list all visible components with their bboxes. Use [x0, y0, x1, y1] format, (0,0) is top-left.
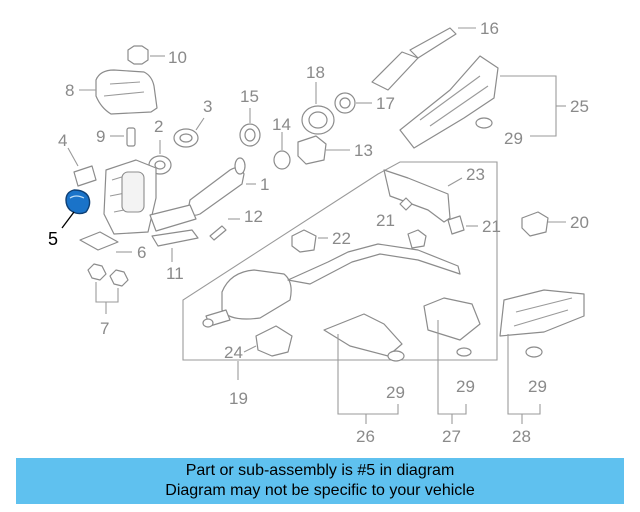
callout-29-b: 29	[386, 383, 405, 402]
callout-7: 7	[100, 319, 109, 338]
part-28-heat-shield	[499, 289, 585, 424]
part-15-gasket	[239, 108, 261, 147]
parts-diagram: 10 8 9 2 3 4 5 6 7 11 12 1 15 14 13 18 1…	[48, 19, 589, 446]
part-3-gasket	[173, 117, 205, 148]
part-11-bracket	[151, 229, 199, 262]
part-25-heat-shield	[399, 55, 566, 149]
part-27-heat-shield	[423, 297, 481, 424]
callout-5[interactable]: 5	[48, 229, 58, 249]
part-8-heat-shield	[79, 69, 158, 115]
part-4-bracket	[67, 147, 97, 187]
part-26-heat-shield	[323, 313, 405, 424]
part-6-gasket	[79, 231, 132, 253]
callout-26: 26	[356, 427, 375, 446]
part-9-stud	[110, 127, 136, 147]
part-24-hanger	[243, 325, 293, 357]
banner-line-1: Part or sub-assembly is #5 in diagram	[185, 462, 455, 479]
callout-14: 14	[272, 115, 291, 134]
part-13-clamp	[297, 135, 350, 165]
callout-18: 18	[306, 63, 325, 82]
callout-16: 16	[480, 19, 499, 38]
callout-29-d: 29	[528, 377, 547, 396]
part-12-bolt	[209, 218, 240, 241]
part-1-converter-pipe	[149, 157, 256, 232]
callout-28: 28	[512, 427, 531, 446]
part-21-hanger-left	[399, 197, 427, 249]
callout-12: 12	[244, 207, 263, 226]
part-7-nuts	[87, 263, 129, 314]
part-22-hanger	[291, 229, 328, 253]
callout-19: 19	[229, 389, 248, 408]
callout-17: 17	[376, 94, 395, 113]
part-14-clamp	[273, 132, 291, 170]
callout-1: 1	[260, 175, 269, 194]
part-21-hanger-right	[447, 215, 478, 235]
part-10-nut	[127, 45, 165, 65]
callout-21-a: 21	[376, 211, 395, 230]
info-banner: Part or sub-assembly is #5 in diagram Di…	[16, 458, 624, 504]
callout-29-a: 29	[504, 129, 523, 148]
part-18-flange	[301, 82, 335, 135]
callout-4: 4	[58, 131, 67, 150]
part-17-gasket	[334, 92, 372, 114]
callout-23: 23	[466, 165, 485, 184]
group-19-outline	[182, 161, 498, 361]
callout-2: 2	[154, 117, 163, 136]
part-20-clamp	[521, 211, 566, 237]
callout-27: 27	[442, 427, 461, 446]
part-19-rear-muffler-assembly	[202, 243, 461, 328]
callout-20: 20	[570, 213, 589, 232]
callout-3: 3	[203, 97, 212, 116]
part-16-front-pipe	[371, 27, 476, 91]
callout-24: 24	[224, 343, 243, 362]
callout-11: 11	[166, 264, 184, 283]
banner-line-2: Diagram may not be specific to your vehi…	[165, 482, 475, 499]
callout-29-c: 29	[456, 377, 475, 396]
callout-9: 9	[96, 127, 105, 146]
catalytic-converter-assembly	[103, 159, 157, 235]
part-23-bracket	[383, 169, 463, 223]
callout-10: 10	[168, 48, 187, 67]
callout-6: 6	[137, 243, 146, 262]
callout-25: 25	[570, 97, 589, 116]
callout-13: 13	[354, 141, 373, 160]
part-5-highlighted[interactable]	[61, 189, 91, 229]
callout-22: 22	[332, 229, 351, 248]
callout-15: 15	[240, 87, 259, 106]
callout-21-b: 21	[482, 217, 501, 236]
callout-8: 8	[65, 81, 74, 100]
